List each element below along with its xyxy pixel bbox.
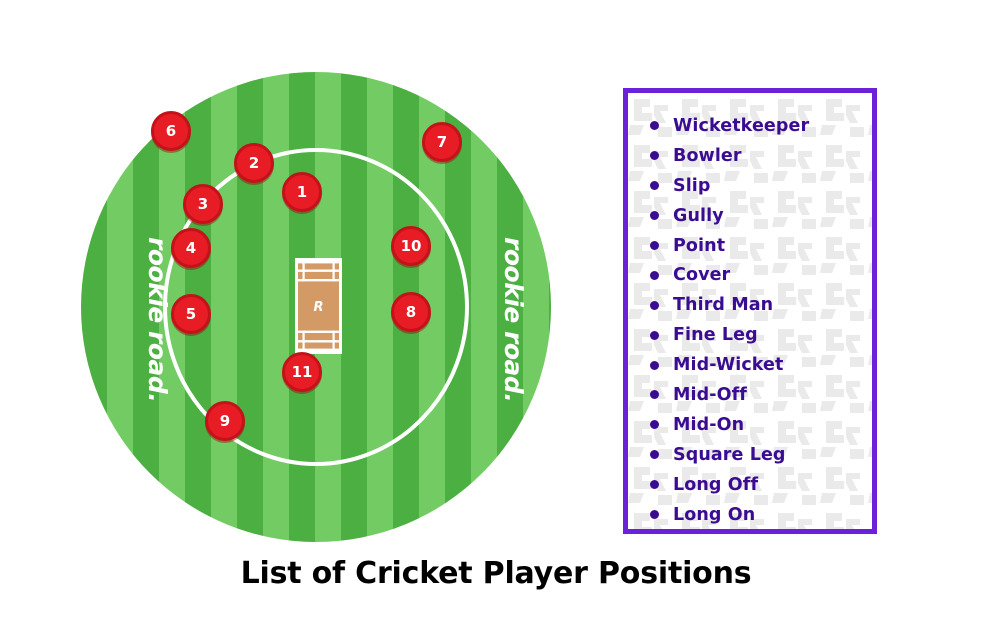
list-item[interactable]: Bowler <box>650 141 862 171</box>
position-label: Square Leg <box>673 444 786 465</box>
player-marker-number: 8 <box>405 302 417 321</box>
player-marker-number: 11 <box>291 362 313 381</box>
player-marker[interactable]: 3 <box>183 184 223 224</box>
position-label: Point <box>673 235 726 256</box>
bullet-icon <box>650 300 659 310</box>
player-marker-number: 5 <box>185 304 197 323</box>
bullet-icon <box>650 121 659 131</box>
bullet-icon <box>650 390 659 400</box>
list-item[interactable]: Mid-On <box>650 410 862 440</box>
player-marker-number: 6 <box>165 121 177 140</box>
player-marker[interactable]: 11 <box>282 352 322 392</box>
cricket-pitch: R <box>295 258 342 354</box>
position-label: Third Man <box>673 295 774 316</box>
watermark-right: rookie road. <box>499 237 528 402</box>
list-item[interactable]: Cover <box>650 260 862 290</box>
position-label: Cover <box>673 265 731 286</box>
bullet-icon <box>650 211 659 221</box>
cricket-field-diagram: rookie road. rookie road. <box>81 72 551 542</box>
position-label: Mid-Off <box>673 384 748 405</box>
list-item[interactable]: Third Man <box>650 290 862 320</box>
pitch-logo-icon: R <box>313 300 323 315</box>
player-marker-number: 4 <box>185 238 197 257</box>
list-item[interactable]: Mid-Off <box>650 380 862 410</box>
player-marker-number: 9 <box>219 411 231 430</box>
list-item[interactable]: Mid-Wicket <box>650 350 862 380</box>
list-item[interactable]: Long On <box>650 500 862 529</box>
bullet-icon <box>650 241 659 250</box>
field-graphic: rookie road. rookie road. <box>81 72 551 542</box>
position-label: Long On <box>673 504 756 525</box>
list-item[interactable]: Wicketkeeper <box>650 111 862 141</box>
player-marker[interactable]: 2 <box>234 143 274 183</box>
player-marker[interactable]: 4 <box>171 228 211 268</box>
list-item[interactable]: Long Off <box>650 470 862 500</box>
player-marker-number: 1 <box>296 182 308 201</box>
player-marker[interactable]: 10 <box>391 226 431 266</box>
page-title: List of Cricket Player Positions <box>240 556 752 591</box>
bullet-icon <box>650 330 659 340</box>
list-item[interactable]: Point <box>650 231 862 261</box>
player-marker[interactable]: 9 <box>205 401 245 441</box>
bullet-icon <box>650 151 659 161</box>
positions-list: Wicketkeeper Bowler Slip Gully Point <box>650 111 862 529</box>
inner-circle-line <box>163 148 469 466</box>
position-label: Mid-On <box>673 414 745 435</box>
position-label: Slip <box>673 175 711 196</box>
position-label: Gully <box>673 205 724 226</box>
bullet-icon <box>650 181 659 191</box>
player-marker-number: 10 <box>400 236 422 255</box>
position-label: Fine Leg <box>673 325 758 346</box>
player-marker[interactable]: 7 <box>422 122 462 162</box>
player-marker[interactable]: 6 <box>151 111 191 151</box>
player-marker[interactable]: 8 <box>391 292 431 332</box>
position-label: Long Off <box>673 474 759 495</box>
legend-content: Wicketkeeper Bowler Slip Gully Point <box>628 93 872 529</box>
watermark-left: rookie road. <box>143 237 172 402</box>
bullet-icon <box>650 360 659 370</box>
list-item[interactable]: Square Leg <box>650 440 862 470</box>
position-label: Mid-Wicket <box>673 355 784 376</box>
player-marker-number: 7 <box>436 132 448 151</box>
bullet-icon <box>650 450 659 460</box>
positions-legend-panel: Wicketkeeper Bowler Slip Gully Point <box>623 88 877 534</box>
bullet-icon <box>650 510 659 520</box>
bullet-icon <box>650 480 659 490</box>
player-marker-number: 3 <box>197 194 209 213</box>
player-marker[interactable]: 5 <box>171 294 211 334</box>
position-label: Wicketkeeper <box>673 115 810 136</box>
list-item[interactable]: Slip <box>650 171 862 201</box>
list-item[interactable]: Fine Leg <box>650 320 862 350</box>
list-item[interactable]: Gully <box>650 201 862 231</box>
position-label: Bowler <box>673 145 742 166</box>
bullet-icon <box>650 420 659 430</box>
player-marker-number: 2 <box>248 153 260 172</box>
player-marker[interactable]: 1 <box>282 172 322 212</box>
bullet-icon <box>650 270 659 280</box>
